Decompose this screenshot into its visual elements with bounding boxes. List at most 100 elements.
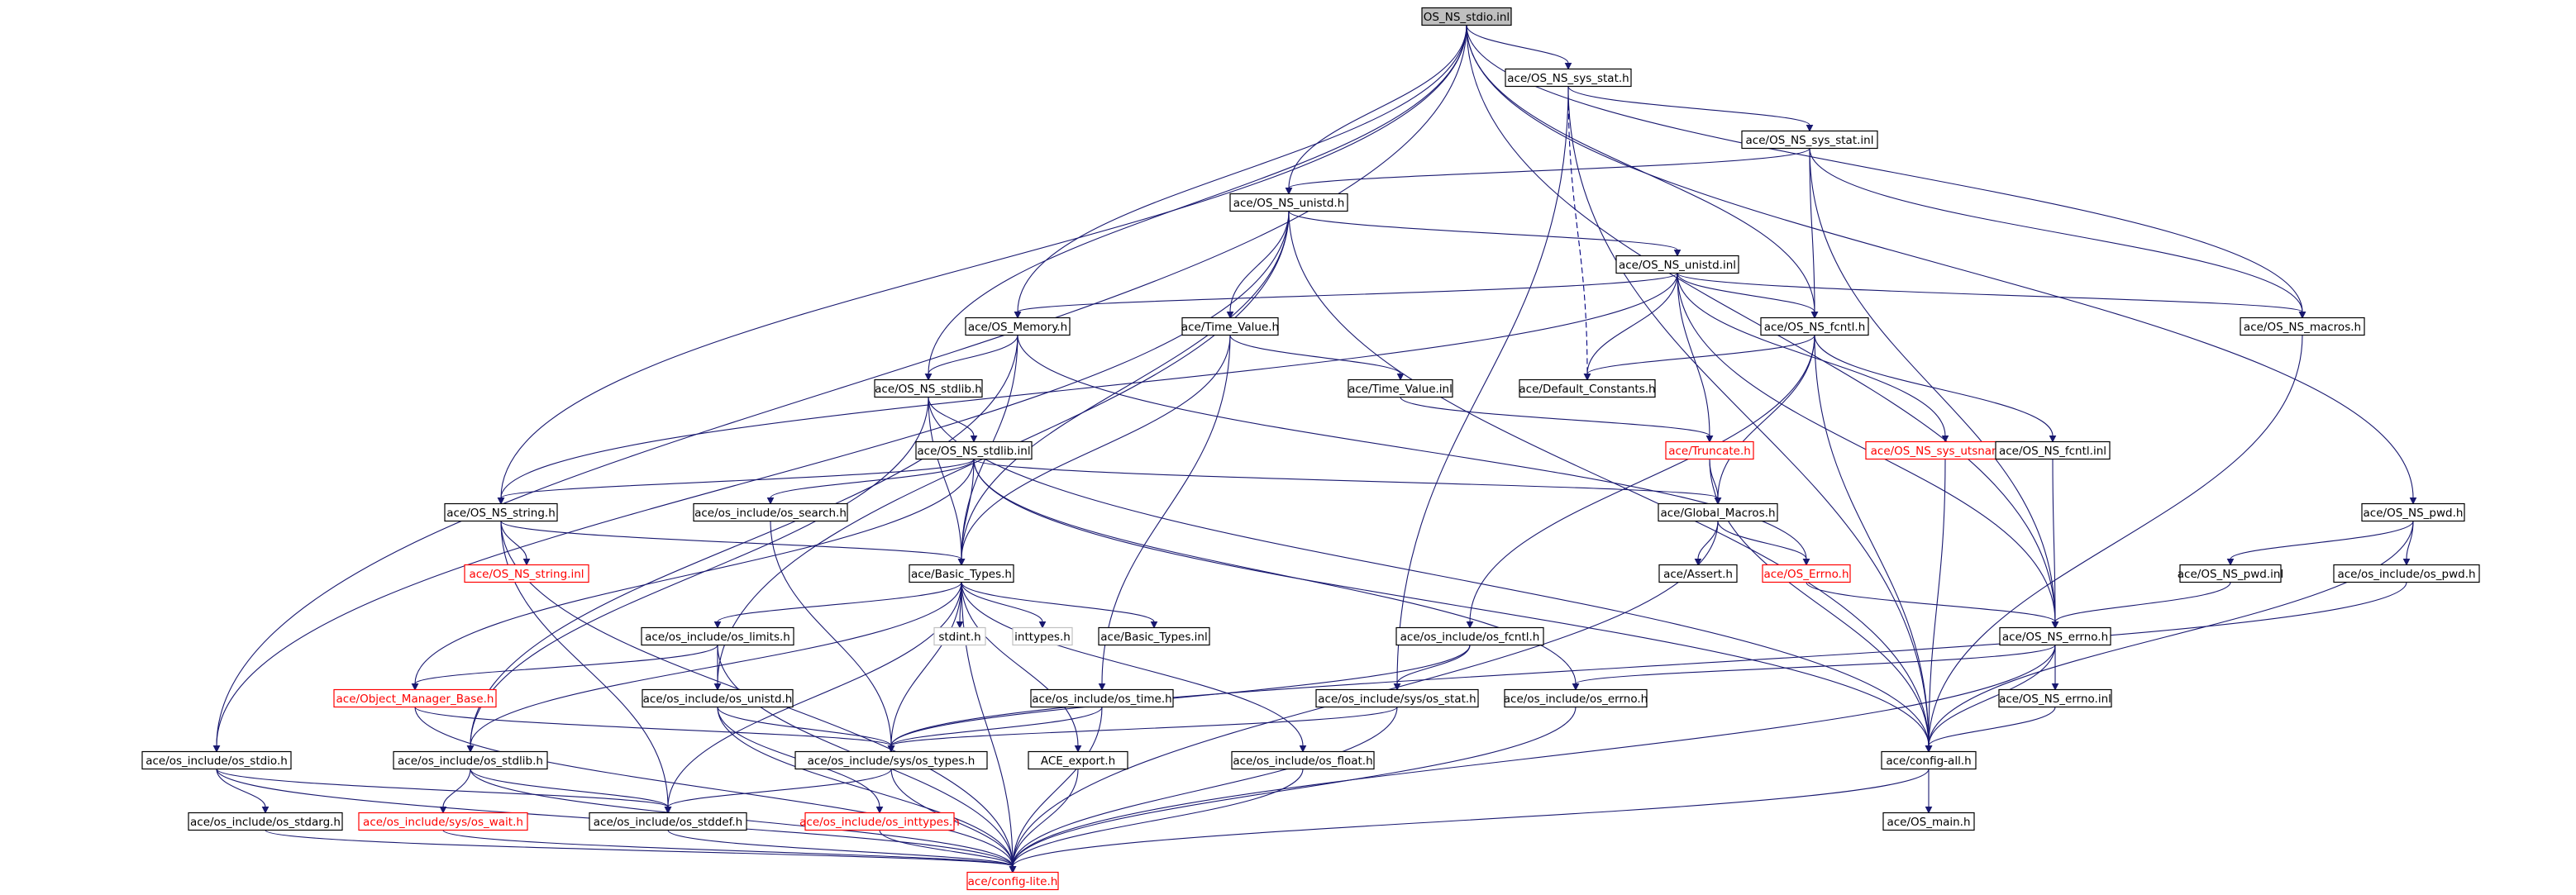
- node-string-h[interactable]: ace/OS_NS_string.h: [444, 502, 558, 522]
- node-box: [444, 502, 558, 522]
- edge-stdlib_inl-to-os_errno: [973, 459, 1577, 684]
- node-os-stdlib[interactable]: ace/os_include/os_stdlib.h: [393, 750, 548, 770]
- node-label: ace/os_include/os_float.h: [1233, 755, 1372, 768]
- node-label: ace/OS_NS_sys_stat.inl: [1746, 134, 1874, 147]
- node-fcntl-inl[interactable]: ace/OS_NS_fcntl.inl: [1995, 440, 2111, 460]
- node-label: ace/OS_main.h: [1887, 816, 1970, 829]
- node-unistd-inl[interactable]: ace/OS_NS_unistd.inl: [1615, 255, 1739, 274]
- node-pwd-inl[interactable]: ace/OS_NS_pwd.inl: [2178, 564, 2283, 583]
- node-box: [1741, 130, 1878, 150]
- node-stdlib-h[interactable]: ace/OS_NS_stdlib.h: [874, 378, 983, 398]
- node-box: [966, 871, 1059, 891]
- edge-unistd_inl-to-string_h: [500, 273, 1678, 498]
- edge-utsname_h-to-config_all: [1928, 459, 1946, 746]
- node-box: [589, 812, 747, 831]
- node-os-stdio[interactable]: ace/os_include/os_stdio.h: [141, 750, 292, 770]
- node-label: ace/Basic_Types.inl: [1100, 631, 1207, 644]
- node-assert-h[interactable]: ace/Assert.h: [1658, 564, 1738, 583]
- node-errno-inl[interactable]: ace/OS_NS_errno.inl: [1998, 688, 2112, 708]
- node-label: ace/OS_NS_fcntl.h: [1764, 321, 1866, 334]
- edge-root-to-sys_stat_h: [1466, 25, 1569, 64]
- node-time-value-inl[interactable]: ace/Time_Value.inl: [1348, 378, 1453, 398]
- node-os-main[interactable]: ace/OS_main.h: [1882, 812, 1975, 831]
- node-global-macros[interactable]: ace/Global_Macros.h: [1658, 502, 1778, 522]
- node-os-search-h[interactable]: ace/os_include/os_search.h: [693, 502, 848, 522]
- edge-os_sys_wait-to-config_lite: [442, 830, 1014, 868]
- edge-os_fcntl-to-os_sys_types: [890, 645, 1471, 746]
- node-ace-export[interactable]: ACE_export.h: [1028, 750, 1128, 770]
- node-os-inttypes[interactable]: ace/os_include/os_inttypes.h: [799, 812, 960, 831]
- node-stdint[interactable]: stdint.h: [933, 626, 986, 646]
- edge-arrowhead: [1299, 745, 1307, 753]
- edge-arrowhead: [2402, 559, 2411, 566]
- edge-arrowhead: [1705, 436, 1714, 443]
- node-os-float[interactable]: ace/os_include/os_float.h: [1231, 750, 1375, 770]
- edge-arrowhead: [970, 436, 978, 443]
- node-label: ace/Object_Manager_Base.h: [336, 693, 494, 706]
- node-pwd-h[interactable]: ace/OS_NS_pwd.h: [2361, 502, 2465, 522]
- node-utsname-h[interactable]: ace/OS_NS_sys_utsname.h: [1865, 440, 2025, 460]
- edge-arrowhead: [1396, 374, 1405, 381]
- node-sys-stat-inl[interactable]: ace/OS_NS_sys_stat.inl: [1741, 130, 1878, 150]
- node-stdlib-inl[interactable]: ace/OS_NS_stdlib.inl: [915, 440, 1033, 460]
- node-time-value-h[interactable]: ace/Time_Value.h: [1181, 317, 1279, 336]
- node-os-limits[interactable]: ace/os_include/os_limits.h: [641, 626, 794, 646]
- edge-fcntl_h-to-config_all: [1814, 335, 1930, 746]
- edge-sys_stat_h-to-config_all: [1567, 86, 1930, 746]
- node-box: [965, 317, 1071, 336]
- edge-ace_export-to-config_lite: [1012, 769, 1079, 867]
- node-label: ace/config-all.h: [1886, 755, 1971, 768]
- node-basic-types-h[interactable]: ace/Basic_Types.h: [909, 564, 1014, 583]
- node-string-inl[interactable]: ace/OS_NS_string.inl: [464, 564, 589, 583]
- edge-stdlib_h-to-basic_types_h: [928, 397, 962, 559]
- node-inttypes[interactable]: inttypes.h: [1012, 626, 1073, 646]
- node-box: [1615, 255, 1739, 274]
- edge-root-to-string_h: [500, 25, 1467, 498]
- node-box: [915, 440, 1033, 460]
- node-label: ACE_export.h: [1041, 755, 1115, 768]
- node-box: [1504, 688, 1648, 708]
- edge-os_float-to-config_lite: [1012, 769, 1304, 867]
- node-os-stddef[interactable]: ace/os_include/os_stddef.h: [589, 812, 747, 831]
- node-os-fcntl[interactable]: ace/os_include/os_fcntl.h: [1395, 626, 1544, 646]
- node-label: ace/os_include/os_pwd.h: [2337, 568, 2475, 581]
- node-memory-h[interactable]: ace/OS_Memory.h: [965, 317, 1071, 336]
- node-sys-stat-h[interactable]: ace/OS_NS_sys_stat.h: [1505, 68, 1632, 88]
- node-os-unistd[interactable]: ace/os_include/os_unistd.h: [642, 688, 794, 708]
- edge-arrowhead: [497, 497, 505, 505]
- edge-root-to-stdlib_h: [928, 25, 1467, 374]
- node-os-pwd-h[interactable]: ace/os_include/os_pwd.h: [2333, 564, 2480, 583]
- node-basic-types-inl[interactable]: ace/Basic_Types.inl: [1098, 626, 1210, 646]
- node-os-errno-cap[interactable]: ace/OS_Errno.h: [1762, 564, 1851, 583]
- node-default-constants[interactable]: ace/Default_Constants.h: [1519, 378, 1656, 398]
- edge-os_stddef-to-config_lite: [667, 830, 1014, 868]
- node-box: [2361, 502, 2465, 522]
- edge-os_stdio-to-os_stdarg: [216, 769, 266, 807]
- node-truncate-h[interactable]: ace/Truncate.h: [1665, 440, 1754, 460]
- node-errno-h[interactable]: ace/OS_NS_errno.h: [1999, 626, 2111, 646]
- node-fcntl-h[interactable]: ace/OS_NS_fcntl.h: [1760, 317, 1869, 336]
- node-box: [1181, 317, 1279, 336]
- edge-os_sys_stat-to-config_lite: [1012, 707, 1398, 867]
- node-os-sys-types[interactable]: ace/os_include/sys/os_types.h: [794, 750, 988, 770]
- node-label: ace/Truncate.h: [1668, 445, 1751, 458]
- node-object-manager-base[interactable]: ace/Object_Manager_Base.h: [333, 688, 497, 708]
- node-config-lite[interactable]: ace/config-lite.h: [966, 871, 1059, 891]
- node-os-sys-wait[interactable]: ace/os_include/sys/os_wait.h: [358, 812, 528, 831]
- node-label: ace/Default_Constants.h: [1519, 383, 1655, 396]
- edge-root-to-os_stdio: [216, 25, 1467, 746]
- edge-os_time-to-config_lite: [1012, 707, 1103, 867]
- node-box: [333, 688, 497, 708]
- node-os-errno[interactable]: ace/os_include/os_errno.h: [1504, 688, 1648, 708]
- node-macros-h[interactable]: ace/OS_NS_macros.h: [2240, 317, 2365, 336]
- node-os-time[interactable]: ace/os_include/os_time.h: [1030, 688, 1174, 708]
- node-os-sys-stat[interactable]: ace/os_include/sys/os_stat.h: [1315, 688, 1479, 708]
- node-root[interactable]: OS_NS_stdio.inl: [1421, 7, 1512, 26]
- edge-sys_stat_h-to-os_sys_stat: [1396, 86, 1569, 684]
- node-os-stdarg[interactable]: ace/os_include/os_stdarg.h: [188, 812, 343, 831]
- edge-errno_h-to-os_errno: [1575, 645, 2056, 684]
- node-box: [1315, 688, 1479, 708]
- node-unistd-h[interactable]: ace/OS_NS_unistd.h: [1229, 193, 1348, 212]
- node-config-all[interactable]: ace/config-all.h: [1881, 750, 1977, 770]
